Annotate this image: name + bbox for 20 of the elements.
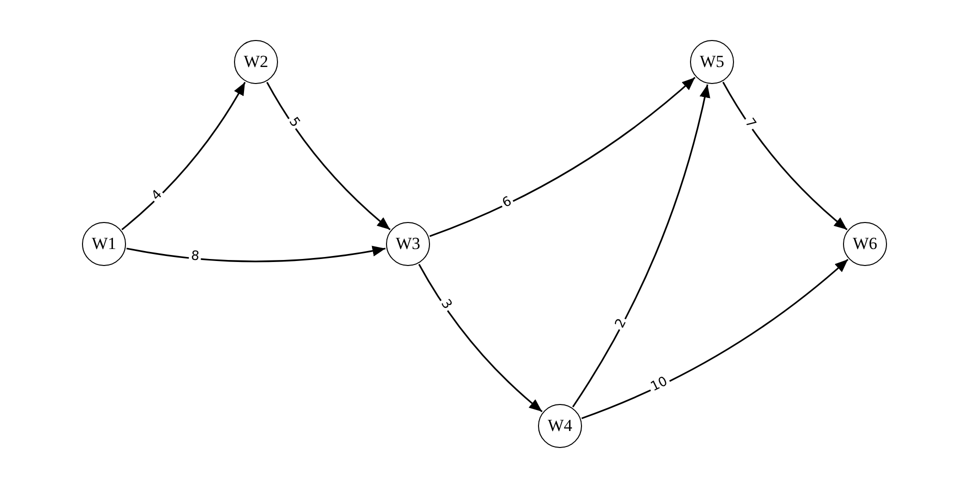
node-circle — [82, 222, 126, 266]
node-circle — [386, 222, 430, 266]
arrow — [429, 76, 696, 238]
arrow — [572, 84, 710, 408]
arrow — [722, 82, 848, 230]
node-label: W6 — [852, 234, 878, 254]
node-label: W1 — [92, 234, 116, 254]
node-circle — [538, 404, 582, 448]
node-circle — [690, 40, 734, 84]
arrow — [126, 246, 386, 262]
node-label: W4 — [548, 416, 572, 436]
node-label: W5 — [700, 52, 724, 72]
arrow — [581, 258, 848, 420]
node-label: W3 — [396, 234, 420, 254]
node-circle — [843, 222, 887, 266]
node-label: W2 — [244, 52, 268, 72]
arrow — [266, 82, 391, 230]
arrow — [418, 264, 543, 412]
arrow — [121, 82, 246, 230]
node-circle — [234, 40, 278, 84]
